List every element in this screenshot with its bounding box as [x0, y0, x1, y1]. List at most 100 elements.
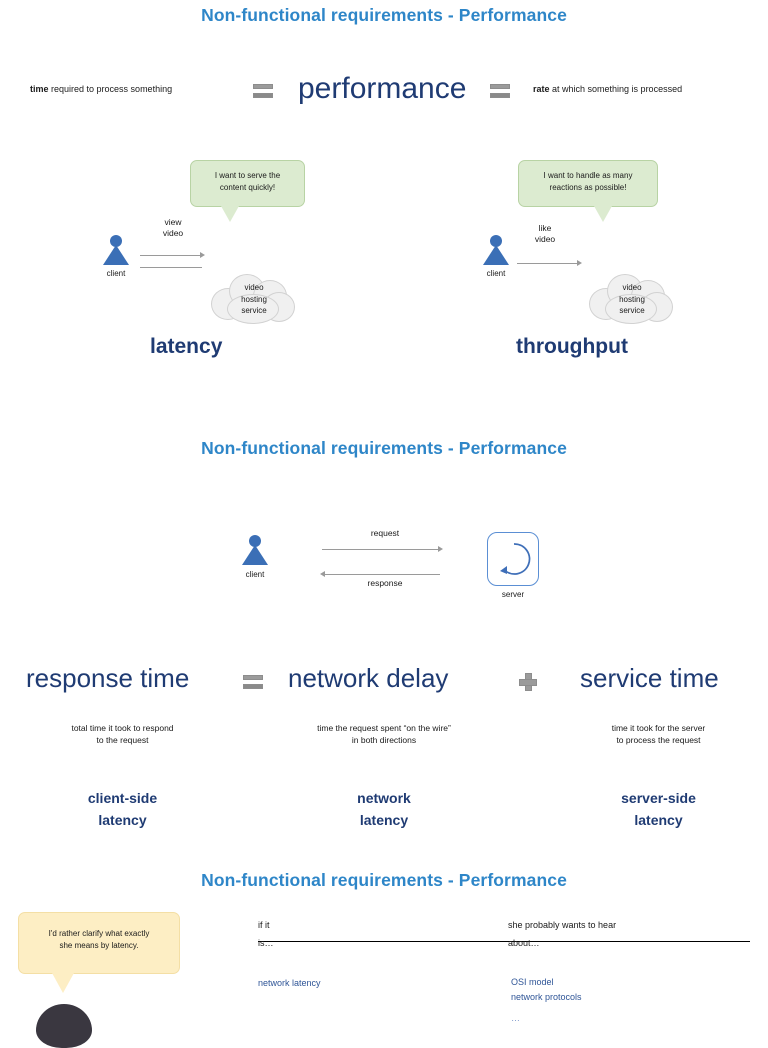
- response-label: response: [367, 578, 403, 588]
- client-body: [103, 245, 129, 265]
- slide1-title: Non-functional requirements - Performanc…: [201, 5, 567, 25]
- cloud2-line1: video: [622, 283, 642, 292]
- sub1-line1: client-side: [87, 790, 158, 806]
- rate-definition-caption: rate at which something is processed: [533, 83, 763, 96]
- slide-response-time-breakdown: Non-functional requirements - Performanc…: [0, 430, 768, 850]
- client-head: [110, 235, 122, 247]
- server-icon: [487, 532, 539, 586]
- video-hosting-cloud-2: video hosting service: [587, 270, 677, 328]
- clarify-bubble-line2: she means by latency.: [59, 941, 139, 950]
- latency-bubble-line1: I want to serve the: [214, 171, 281, 180]
- view-request-line: [140, 255, 202, 256]
- like-video-line2: video: [534, 234, 556, 245]
- desc1-line1: total time it took to respond: [71, 723, 174, 733]
- view-request-arrowhead: [200, 252, 205, 258]
- equals-bar-top: [253, 84, 273, 89]
- cloud2-text: video hosting service: [587, 282, 677, 317]
- request-arrowhead: [438, 546, 443, 552]
- sub2-line2: latency: [359, 811, 409, 828]
- equals-bar-top-3: [243, 675, 263, 680]
- throughput-diagram: I want to handle as many reactions as po…: [475, 155, 715, 324]
- response-time-description: total time it took to respond to the req…: [20, 722, 225, 747]
- clarify-bubble-text: I'd rather clarify what exactly she mean…: [19, 913, 179, 961]
- cloud-line2: hosting: [241, 294, 267, 304]
- col1-header-line1: if it: [258, 920, 270, 930]
- table-header-rule: [258, 941, 750, 942]
- time-definition-caption: time required to process something: [30, 83, 230, 96]
- client-head-2: [490, 235, 502, 247]
- col2-value-line3: …: [511, 1012, 520, 1023]
- slide3-title: Non-functional requirements - Performanc…: [201, 870, 567, 890]
- col2-value-line1: OSI model: [511, 977, 554, 987]
- client-person-icon: [103, 235, 129, 265]
- person-head-silhouette: [36, 1004, 92, 1048]
- server-side-latency-label: server-side latency: [556, 788, 761, 831]
- network-delay-description: time the request spent “on the wire” in …: [278, 722, 490, 747]
- view-video-line2: video: [162, 228, 184, 239]
- table-row-col2-values: OSI model network protocols …: [511, 975, 753, 1026]
- equals-sign-icon-formula: [243, 675, 263, 689]
- rate-definition-rest: at which something is processed: [549, 84, 683, 94]
- equals-bar-bottom-2: [490, 93, 510, 98]
- throughput-speech-bubble: I want to handle as many reactions as po…: [518, 160, 658, 222]
- latency-bubble-line2: content quickly!: [219, 183, 276, 192]
- slide-performance-latency-throughput: Non-functional requirements - Performanc…: [0, 0, 768, 400]
- video-hosting-cloud: video hosting service: [209, 270, 299, 328]
- client-head-3: [249, 535, 261, 547]
- latency-term: latency: [150, 335, 223, 358]
- slide2-client-node: client: [242, 535, 268, 579]
- throughput-client-label: client: [486, 269, 506, 278]
- col2-header-line2: about…: [508, 938, 540, 948]
- col2-header-line1: she probably wants to hear: [508, 920, 617, 930]
- equals-sign-icon-left: [253, 84, 273, 98]
- sub3-line2: latency: [634, 811, 683, 828]
- slide2-client-label: client: [245, 570, 265, 579]
- desc2-line2: in both directions: [351, 735, 417, 746]
- sub1-line2: latency: [98, 811, 147, 828]
- clarify-speech-bubble: I'd rather clarify what exactly she mean…: [18, 912, 180, 993]
- response-line: [322, 574, 440, 575]
- client-person-icon-3: [242, 535, 268, 565]
- request-line: [322, 549, 440, 550]
- equals-sign-icon-right: [490, 84, 510, 98]
- throughput-bubble-tail: [594, 206, 612, 222]
- like-video-edge-label: like video: [515, 223, 575, 246]
- processing-circular-arrow-icon: [500, 543, 531, 575]
- slide-clarify-latency: Non-functional requirements - Performanc…: [0, 862, 768, 1048]
- like-video-arrowhead: [577, 260, 582, 266]
- client-body-3: [242, 545, 268, 565]
- latency-client-node: client: [103, 235, 129, 278]
- equals-bar-bottom: [253, 93, 273, 98]
- network-latency-label: network latency: [278, 788, 490, 831]
- desc1-line2: to the request: [96, 735, 149, 746]
- desc3-line2: to process the request: [616, 735, 701, 746]
- cloud2-line2: hosting: [619, 294, 645, 304]
- table-col2-header: she probably wants to hear about…: [508, 920, 750, 948]
- cloud-line1: video: [244, 283, 264, 292]
- view-response-line: [140, 267, 202, 268]
- time-definition-bold: time: [30, 84, 49, 94]
- like-video-line: [517, 263, 579, 264]
- client-person-icon-2: [483, 235, 509, 265]
- throughput-term: throughput: [516, 335, 628, 358]
- plus-sign-icon: [519, 673, 537, 691]
- service-time-description: time it took for the server to process t…: [556, 722, 761, 747]
- view-video-line1: view: [164, 217, 182, 227]
- client-body-2: [483, 245, 509, 265]
- col1-header-line2: is…: [258, 938, 274, 948]
- cloud-line3: service: [241, 306, 267, 316]
- throughput-bubble-text: I want to handle as many reactions as po…: [519, 161, 657, 203]
- table-row-col1-value: network latency: [258, 978, 498, 988]
- throughput-client-node: client: [483, 235, 509, 278]
- cloud2-line3: service: [619, 306, 645, 316]
- desc3-line1: time it took for the server: [611, 723, 706, 733]
- table-col1-header: if it is…: [258, 920, 498, 948]
- equals-bar-top-2: [490, 84, 510, 89]
- client-side-latency-label: client-side latency: [20, 788, 225, 831]
- sub3-line1: server-side: [621, 790, 696, 806]
- view-video-edge-label: view video: [143, 217, 203, 240]
- cloud-lobe-5: [227, 294, 279, 324]
- latency-bubble-tail: [221, 206, 239, 222]
- col2-value-line2: network protocols: [511, 991, 582, 1002]
- throughput-bubble-line2: reactions as possible!: [549, 183, 627, 192]
